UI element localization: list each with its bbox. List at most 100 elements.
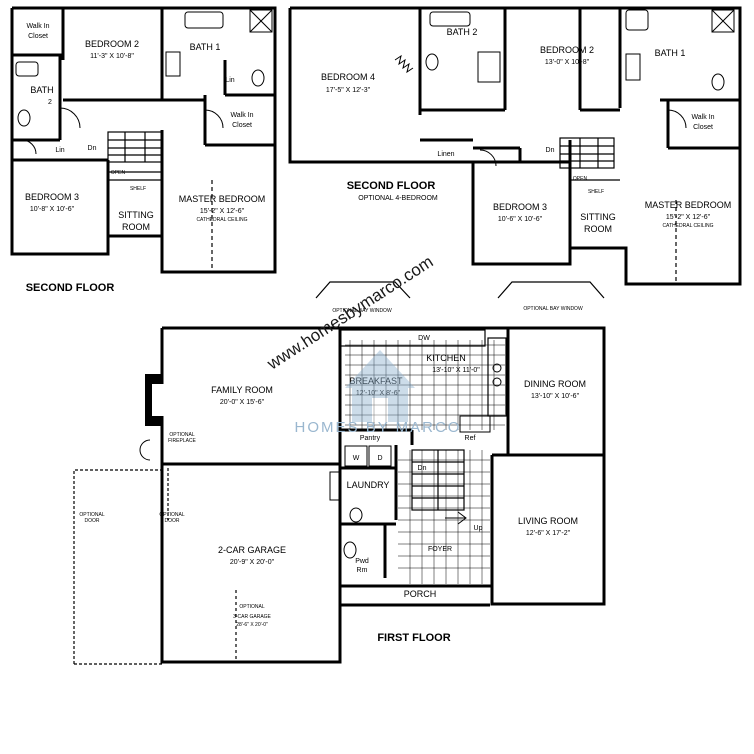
shower-icon — [711, 9, 735, 33]
garage-label: 2-CAR GARAGE — [218, 545, 286, 555]
master-dim-right: 15'-2" X 12'-6" — [666, 214, 711, 221]
bedroom2-label: BEDROOM 2 — [85, 39, 139, 49]
toilet-icon — [711, 73, 725, 91]
watermark-brand: HOMES BY MARCO — [295, 419, 462, 436]
sitting-room-r-l1: SITTING — [580, 212, 616, 222]
toilet-icon — [425, 53, 439, 71]
walk-in-closet-r-l2: Closet — [693, 124, 713, 131]
ref-label: Ref — [465, 435, 476, 442]
dryer-label: D — [377, 455, 382, 462]
optional-garage-outline — [73, 469, 162, 664]
door-swing — [21, 139, 37, 155]
kitchen-dim: 13'-10" X 11'-0" — [432, 367, 480, 374]
bedroom2-label-right: BEDROOM 2 — [540, 45, 594, 55]
first-floor-title: FIRST FLOOR — [377, 632, 450, 644]
cathedral-label-right: CATHEDRAL CEILING — [662, 223, 713, 229]
living-room-label: LIVING ROOM — [518, 516, 578, 526]
left-stair — [107, 131, 163, 163]
walk-in-closet-left-l1: Walk In — [26, 23, 49, 30]
second-floor-right-plan: BATH 2 BEDROOM 2 13'-0" X 10'-8" BATH 1 … — [288, 6, 742, 286]
dining-room-label: DINING ROOM — [524, 379, 586, 389]
optional-fireplace-l1: OPTIONAL — [169, 432, 195, 438]
bedroom2-dim-right: 13'-0" X 10'-8" — [545, 59, 590, 66]
first-floor-plan: OPTIONAL BAY WINDOW OPTIONAL BAY WINDOW — [73, 281, 606, 665]
foyer-label: FOYER — [428, 546, 452, 553]
bedroom4-dim: 17'-5" X 12'-3" — [326, 87, 371, 94]
door-swing — [204, 109, 224, 129]
breakfast-dim: 12'-10" X 8'-6" — [356, 390, 401, 397]
bedroom4-label: BEDROOM 4 — [321, 72, 375, 82]
lin-left-label: Lin — [55, 147, 64, 154]
optional-door-1-l1: OPTIONAL — [79, 512, 105, 518]
bathtub-icon — [184, 11, 224, 29]
bathtub-icon — [625, 9, 649, 31]
dw-label: DW — [418, 335, 430, 342]
toilet-icon — [17, 109, 31, 127]
cathedral-label: CATHEDRAL CEILING — [196, 217, 247, 223]
door-swing — [667, 109, 687, 129]
closet-door-icon — [394, 54, 414, 74]
range-burner-icon — [492, 377, 502, 387]
porch-label: PORCH — [404, 589, 437, 599]
shelf-label-right: SHELF — [588, 189, 604, 195]
master-bedroom-label: MASTER BEDROOM — [179, 194, 266, 204]
dining-room-dim: 13'-10" X 10'-6" — [531, 393, 580, 400]
vanity-icon — [477, 51, 501, 83]
vanity-icon — [625, 53, 641, 81]
opt-garage-dim: 28'-6" X 20'-0" — [236, 622, 268, 628]
optional-door-1-l2: DOOR — [85, 518, 100, 524]
walk-in-closet-left-l2: Closet — [28, 33, 48, 40]
garage-dim: 20'-9" X 20'-0" — [230, 559, 275, 566]
rm-label: Rm — [357, 567, 368, 574]
walk-in-closet-right-l2: Closet — [232, 122, 252, 129]
bedroom3-label-right: BEDROOM 3 — [493, 202, 547, 212]
dn-label-right: Dn — [546, 147, 555, 154]
bath-label: BATH — [30, 85, 53, 95]
bay-window-right-label: OPTIONAL BAY WINDOW — [523, 306, 583, 312]
dn-label: Dn — [88, 145, 97, 152]
toilet-icon — [343, 541, 357, 559]
master-dim: 15'-2" X 12'-6" — [200, 208, 245, 215]
bedroom3-dim-right: 10'-6" X 10'-6" — [498, 216, 543, 223]
pantry-label: Pantry — [360, 435, 381, 442]
optional-door-2-l2: DOOR — [165, 518, 180, 524]
refrigerator-icon — [459, 415, 491, 433]
bedroom2-dim: 11'-3" X 10'-8" — [90, 53, 134, 60]
washer-icon — [344, 445, 368, 467]
sitting-room-r-l2: ROOM — [584, 224, 612, 234]
family-room-label: FAMILY ROOM — [211, 385, 273, 395]
range-burner-icon — [492, 363, 502, 373]
pwd-label: Pwd — [355, 558, 369, 565]
bath2-label: BATH 2 — [447, 27, 478, 37]
sink-icon — [349, 507, 363, 523]
bathtub-icon — [429, 11, 471, 27]
second-floor-right-title: SECOND FLOOR — [347, 180, 436, 192]
walk-in-closet-right-l1: Walk In — [230, 112, 253, 119]
sitting-room-l1: SITTING — [118, 210, 154, 220]
door-swing — [59, 107, 81, 129]
optional-fireplace-l2: FIREPLACE — [168, 438, 196, 444]
vanity-icon — [165, 51, 181, 77]
opt-garage-label: 3-CAR GARAGE — [233, 614, 271, 620]
watermark-logo-icon — [345, 350, 415, 422]
second-floor-left-plan: Walk In Closet BEDROOM 2 11'-3" X 10'-8"… — [10, 6, 277, 294]
lin-top-label: Lin — [225, 77, 234, 84]
laundry-label: LAUNDRY — [347, 480, 390, 490]
bay-window-left — [315, 281, 411, 299]
shower-icon — [249, 9, 273, 33]
kitchen-tile-floor — [345, 340, 505, 584]
linen-label: Linen — [437, 151, 454, 158]
walk-in-closet-r-l1: Walk In — [691, 114, 714, 121]
kitchen-counter — [339, 329, 486, 347]
bedroom3-label: BEDROOM 3 — [25, 192, 79, 202]
open-label: OPEN — [111, 170, 126, 176]
dryer-icon — [368, 445, 392, 467]
shelf-label: SHELF — [130, 186, 146, 192]
bay-window-right — [497, 281, 605, 299]
second-floor-right-subtitle: OPTIONAL 4-BEDROOM — [358, 195, 438, 202]
bay-window-left-label: OPTIONAL BAY WINDOW — [332, 308, 392, 314]
master-bedroom-label-right: MASTER BEDROOM — [645, 200, 732, 210]
kitchen-label: KITCHEN — [426, 353, 466, 363]
dn-label-first: Dn — [418, 465, 427, 472]
family-room-dim: 20'-0" X 15'-6" — [220, 399, 265, 406]
